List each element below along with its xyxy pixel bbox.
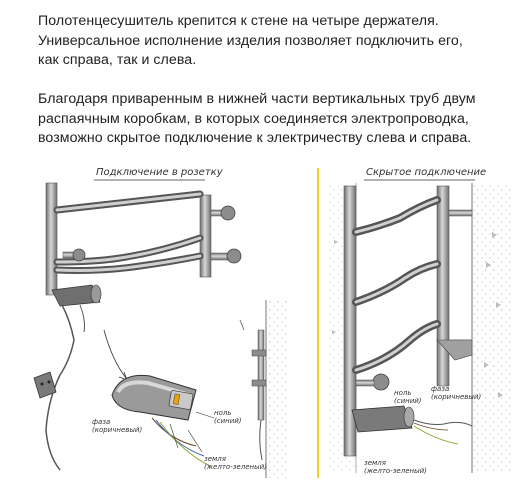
- label-line: ноль: [394, 389, 412, 397]
- left-label-ground: земля (желто-зеленый): [204, 455, 267, 471]
- intro-line: Благодаря приваренным в нижней части вер…: [38, 91, 476, 107]
- left-diagram-caption: Подключение в розетку: [96, 167, 223, 178]
- intro-line: Универсальное исполнение изделия позволя…: [38, 32, 463, 49]
- label-line: фаза: [92, 418, 111, 426]
- label-line: (коричневый): [431, 393, 482, 401]
- label-line: (желто-зеленый): [204, 463, 267, 471]
- intro-paragraph-1: Полотенцесушитель крепится к стене на че…: [38, 12, 463, 71]
- label-line: (синий): [394, 397, 422, 405]
- intro-line: Полотенцесушитель крепится к стене на че…: [38, 13, 439, 29]
- label-line: земля: [204, 455, 226, 463]
- intro-line: распаячным коробкам, в которых соединяет…: [38, 110, 469, 127]
- label-line: земля: [364, 459, 386, 467]
- label-line: (синий): [214, 417, 242, 425]
- right-label-ground: земля (желто-зеленый): [364, 459, 427, 475]
- intro-line: возможно скрытое подключение к электриче…: [38, 130, 472, 146]
- left-label-zero: ноль (синий): [214, 409, 242, 425]
- right-diagram-caption: Скрытое подключение: [366, 167, 487, 178]
- label-line: (желто-зеленый): [364, 467, 427, 475]
- right-diagram: [328, 183, 512, 473]
- left-label-phase: фаза (коричневый): [92, 418, 142, 434]
- label-line: фаза: [431, 385, 450, 393]
- right-label-phase: фаза (коричневый): [431, 385, 481, 401]
- intro-paragraph-2: Благодаря приваренным в нижней части вер…: [38, 90, 476, 149]
- label-line: (коричневый): [92, 426, 143, 434]
- left-diagram: [33, 182, 288, 478]
- left-wall-mount-sideview: [239, 300, 288, 478]
- left-junction-box-closeup: [111, 374, 215, 467]
- intro-line: как справа, так и слева.: [38, 52, 197, 68]
- right-label-zero: ноль (синий): [394, 389, 422, 405]
- label-line: ноль: [214, 409, 232, 417]
